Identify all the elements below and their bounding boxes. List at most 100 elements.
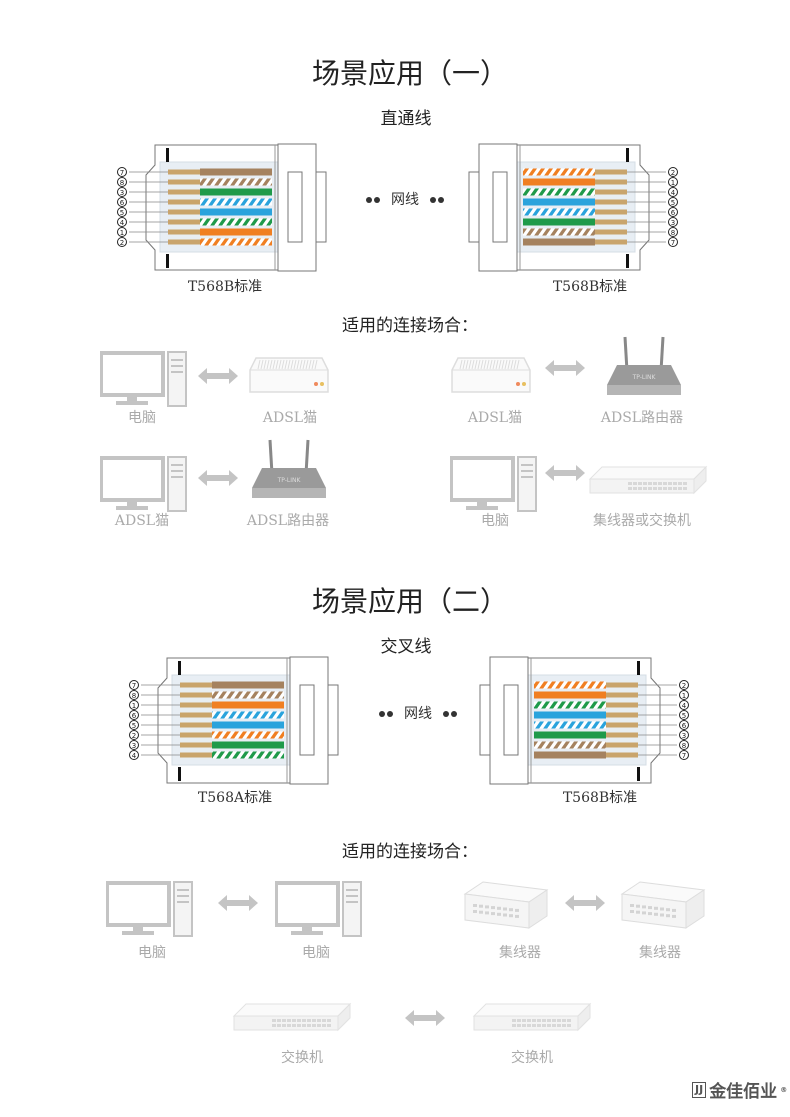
pin-number-text: 7 <box>120 169 124 177</box>
pin-number-4 <box>668 187 678 197</box>
double-arrow-icon <box>545 465 585 485</box>
pin-number-5 <box>668 197 678 207</box>
cable-indicator-2: 网线 <box>378 703 458 723</box>
gold-pin <box>180 742 212 748</box>
pin-number-text: 3 <box>120 189 124 197</box>
wire-blue <box>200 208 272 216</box>
switch-icon <box>232 1002 352 1042</box>
pin-number-7 <box>668 237 678 247</box>
computer-icon <box>449 455 540 517</box>
pin-number-2 <box>679 680 689 690</box>
pin-number-4 <box>117 217 127 227</box>
wire-blue-stripe <box>523 208 595 216</box>
pin-number-2 <box>668 167 678 177</box>
pin-number-text: 6 <box>120 199 125 207</box>
section1-title: 场景应用（一） <box>311 57 509 90</box>
svg-text:TP-LINK: TP-LINK <box>632 374 657 381</box>
pin-number-8 <box>117 177 127 187</box>
logo-text: 金佳佰业 <box>709 1082 778 1102</box>
wire-brown-stripe <box>200 178 272 186</box>
usage-heading-2: 适用的连接场合： <box>342 842 478 862</box>
computer-icon <box>105 880 196 942</box>
pin-number-3 <box>129 740 139 750</box>
pin-number-3 <box>117 187 127 197</box>
pin-number-text: 4 <box>132 752 137 760</box>
gold-pin <box>168 169 200 175</box>
pin-number-text: 3 <box>132 742 136 750</box>
wire-orange <box>534 691 606 699</box>
computer-icon <box>99 455 190 517</box>
usage-heading-1: 适用的连接场合： <box>342 316 478 336</box>
right-standard-label: T568B标准 <box>552 279 628 295</box>
wire-brown <box>523 238 595 246</box>
device-label: ADSL路由器 <box>600 410 684 426</box>
double-arrow-icon <box>198 368 238 388</box>
gold-pin <box>168 199 200 205</box>
wire-blue-stripe <box>212 711 284 719</box>
right-standard-label: T568B标准 <box>562 790 638 806</box>
pin-number-5 <box>679 710 689 720</box>
section2-subtitle: 交叉线 <box>380 637 432 657</box>
section1-subtitle: 直通线 <box>380 109 432 129</box>
gold-pin <box>180 692 212 698</box>
pin-number-5 <box>117 207 127 217</box>
connector-clear-area <box>516 161 636 253</box>
gold-pin <box>180 702 212 708</box>
pin-number-text: 2 <box>671 169 675 177</box>
gold-pin <box>595 179 627 185</box>
registered-mark: ® <box>780 1085 788 1094</box>
wire-orange <box>523 178 595 186</box>
pin-number-text: 3 <box>682 732 686 740</box>
wire-brown <box>200 168 272 176</box>
wire-brown-stripe <box>523 228 595 236</box>
pin-number-text: 2 <box>120 239 124 247</box>
section2-title: 场景应用（二） <box>311 585 509 618</box>
pin-number-text: 6 <box>682 722 687 730</box>
gold-pin <box>168 219 200 225</box>
wire-green-stripe <box>534 701 606 709</box>
pin-number-text: 8 <box>682 742 686 750</box>
gold-pin <box>180 732 212 738</box>
gold-pin <box>595 219 627 225</box>
pin-number-text: 4 <box>682 702 687 710</box>
hub-icon <box>620 880 706 936</box>
gold-pin <box>606 742 638 748</box>
pin-number-text: 5 <box>120 209 124 217</box>
pin-number-1 <box>129 700 139 710</box>
gold-pin <box>595 209 627 215</box>
wire-blue <box>212 721 284 729</box>
wire-orange-stripe <box>200 238 272 246</box>
pin-number-7 <box>129 680 139 690</box>
pin-number-2 <box>117 237 127 247</box>
gold-pin <box>180 712 212 718</box>
gold-pin <box>606 712 638 718</box>
pin-number-text: 1 <box>120 229 124 237</box>
pin-number-1 <box>668 177 678 187</box>
pin-number-6 <box>679 720 689 730</box>
wire-orange-stripe <box>212 731 284 739</box>
double-arrow-icon <box>405 1010 445 1030</box>
pin-number-text: 3 <box>671 219 675 227</box>
pin-number-text: 4 <box>120 219 125 227</box>
pin-number-text: 6 <box>132 712 137 720</box>
left-standard-label: T568B标准 <box>187 279 263 295</box>
pin-number-3 <box>668 217 678 227</box>
hub-icon <box>463 880 549 936</box>
device-label: 交换机 <box>281 1050 323 1066</box>
wire-orange-stripe <box>523 168 595 176</box>
brand-logo: JJ 金佳佰业® <box>692 1077 787 1102</box>
wire-green <box>523 218 595 226</box>
pin-number-6 <box>117 197 127 207</box>
device-label: 集线器 <box>639 945 681 961</box>
device-label: 交换机 <box>511 1050 553 1066</box>
pin-number-5 <box>129 720 139 730</box>
pin-number-2 <box>129 730 139 740</box>
cable-label: 网线 <box>404 706 432 722</box>
pin-number-1 <box>117 227 127 237</box>
gold-pin <box>606 682 638 688</box>
cable-label: 网线 <box>391 192 419 208</box>
gold-pin <box>180 752 212 758</box>
device-label: 电脑 <box>128 410 156 426</box>
